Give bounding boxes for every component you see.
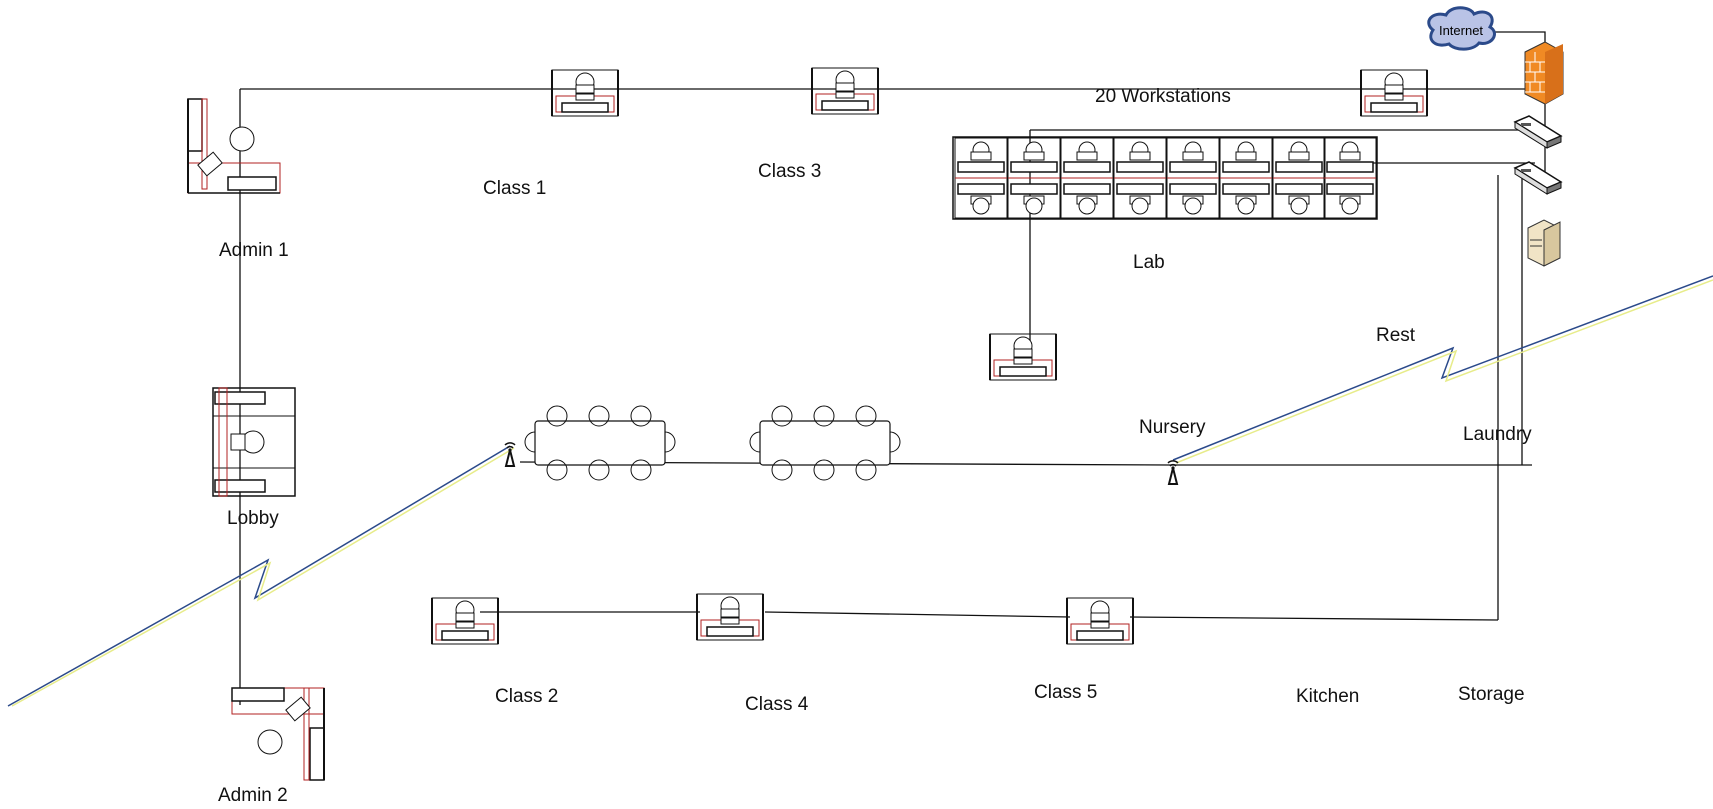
room-label-class5: Class 5 [1034, 682, 1098, 703]
conference-table-icon [524, 405, 676, 481]
lab-instructor-workstation-icon [989, 333, 1057, 381]
room-label-class2: Class 2 [495, 686, 559, 707]
admin1-desk [187, 98, 281, 194]
lab-pod [1219, 137, 1273, 219]
class1-workstation-icon [551, 69, 619, 117]
room-label-rest: Rest [1376, 325, 1416, 346]
room-label-lab: Lab [1133, 252, 1165, 273]
lab-pod [1166, 137, 1220, 219]
room-label-class1: Class 1 [483, 178, 547, 199]
room-label-laundry: Laundry [1463, 424, 1532, 445]
room-label-class4: Class 4 [745, 694, 809, 715]
lab-pod [954, 137, 1008, 219]
room-label-nursery: Nursery [1139, 417, 1206, 438]
wireless-access-point-icon [504, 441, 516, 467]
core-switch-icon [1514, 115, 1562, 149]
network-cabling [239, 31, 1546, 705]
room-label-class3: Class 3 [758, 161, 822, 182]
conference-table-icon [749, 405, 901, 481]
lab-pod [1113, 137, 1167, 219]
lab-pod [1060, 137, 1114, 219]
internet-label: Internet [1439, 23, 1483, 38]
admin-area-workstation-icon [1360, 69, 1428, 117]
class2-workstation-icon [431, 597, 499, 645]
internet-cloud-icon: Internet [1427, 6, 1496, 51]
room-label-lobby: Lobby [227, 508, 279, 529]
lobby-desk [212, 387, 296, 497]
firewall-icon [1524, 41, 1564, 105]
class3-workstation-icon [811, 67, 879, 115]
server-icon [1527, 219, 1561, 267]
room-label-admin2: Admin 2 [218, 785, 288, 806]
lab-workstations-label: 20 Workstations [1095, 86, 1231, 107]
admin2-desk [231, 687, 325, 781]
wireless-link-right [1172, 275, 1713, 464]
room-label-admin1: Admin 1 [219, 240, 289, 261]
class4-workstation-icon [696, 593, 764, 641]
lab-workstation-cluster [952, 136, 1378, 220]
room-label-kitchen: Kitchen [1296, 686, 1360, 707]
wireless-link-left [7, 445, 515, 707]
class5-workstation-icon [1066, 597, 1134, 645]
room-label-storage: Storage [1458, 684, 1525, 705]
lab-pod [1323, 137, 1377, 219]
lab-pod [1007, 137, 1061, 219]
lab-pod [1272, 137, 1326, 219]
